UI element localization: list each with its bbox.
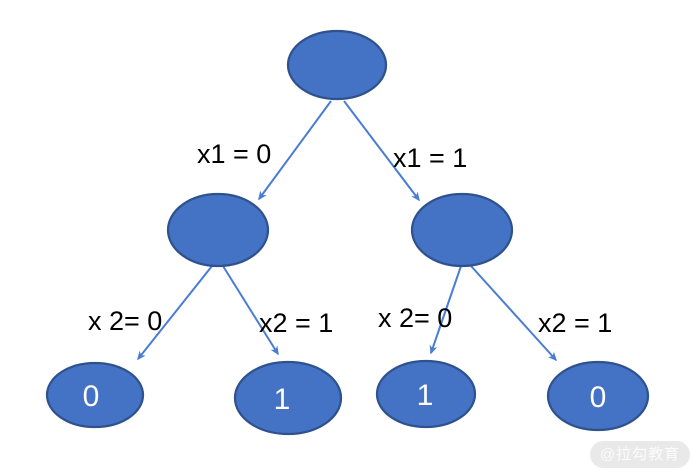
edge-mid-right-to-leaf-4 xyxy=(470,265,558,362)
tree-node-mid-left xyxy=(166,192,270,268)
edge-root-to-mid-right xyxy=(343,100,420,202)
edge-root-to-mid-left xyxy=(258,100,332,201)
leaf-4-value: 0 xyxy=(590,381,607,414)
tree-node-leaf-2 xyxy=(233,360,343,436)
tree-node-leaf-3 xyxy=(375,359,477,429)
edge-label-right-x2-0: x 2= 0 xyxy=(378,303,452,333)
tree-node-root xyxy=(286,29,388,101)
edge-label-left-x2-0: x 2= 0 xyxy=(88,306,162,336)
tree-node-leaf-1 xyxy=(45,361,145,429)
tree-node-leaf-4 xyxy=(546,360,650,432)
leaf-3-value: 1 xyxy=(417,379,434,412)
edge-label-x1-0: x1 = 0 xyxy=(197,139,271,169)
edge-mid-left-to-leaf-1 xyxy=(137,265,213,361)
edge-mid-right-to-leaf-3 xyxy=(429,265,462,355)
leaf-2-value: 1 xyxy=(274,383,291,416)
watermark-badge: @拉勾教育 xyxy=(590,441,690,468)
tree-node-mid-right xyxy=(410,192,514,268)
edge-label-left-x2-1: x2 = 1 xyxy=(259,308,333,338)
edge-mid-left-to-leaf-2 xyxy=(222,265,279,356)
edge-label-right-x2-1: x2 = 1 xyxy=(538,308,612,338)
leaf-1-value: 0 xyxy=(83,380,100,413)
edge-label-x1-1: x1 = 1 xyxy=(393,143,467,173)
